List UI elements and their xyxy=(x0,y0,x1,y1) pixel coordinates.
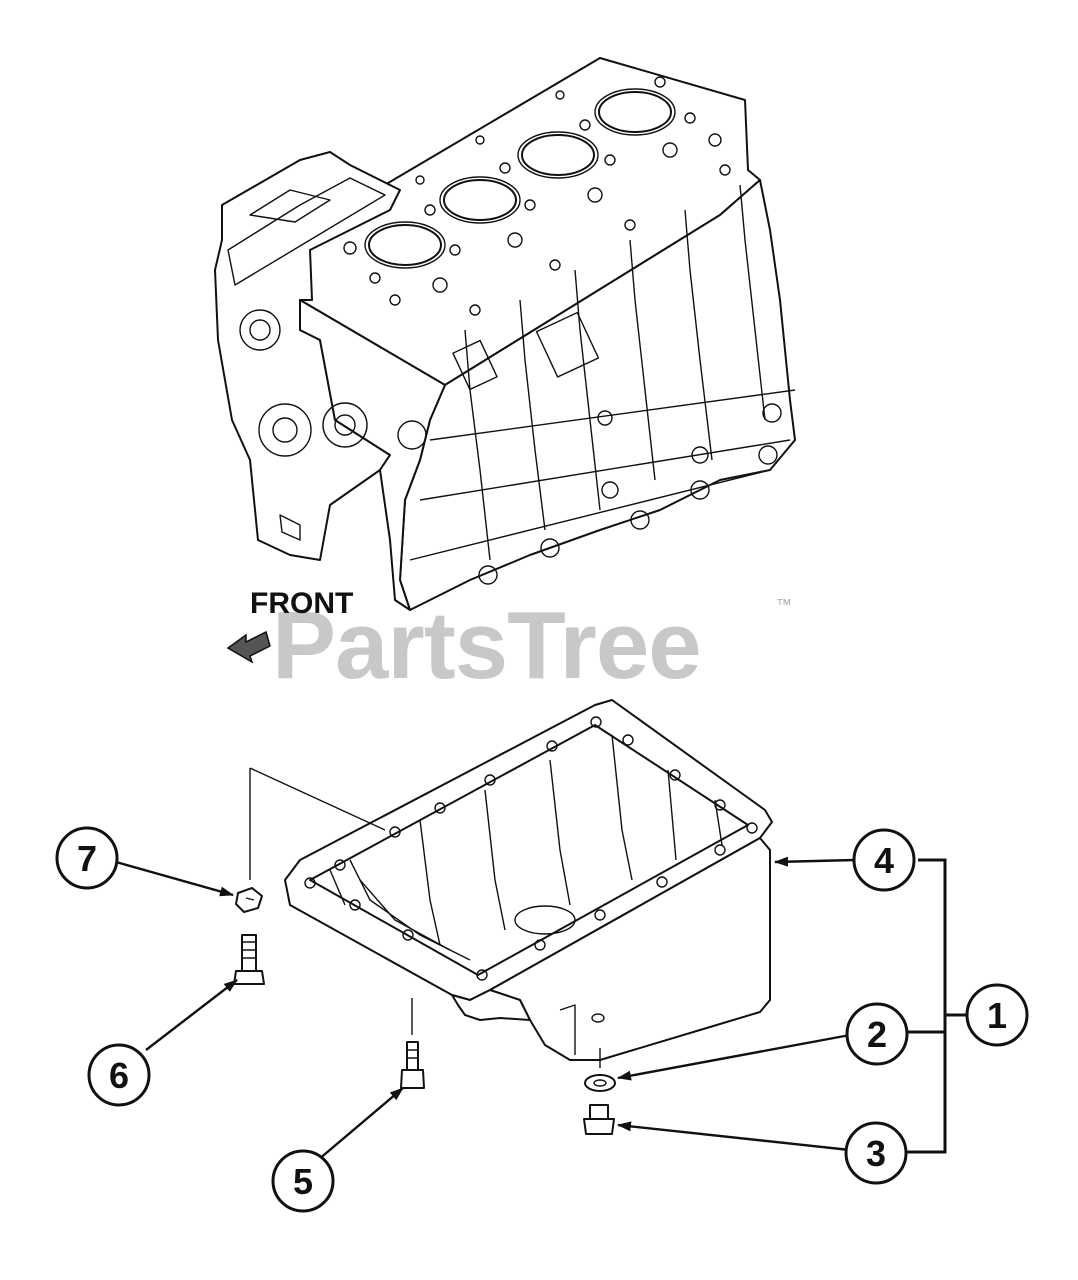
front-label: FRONT xyxy=(250,587,353,620)
oil-pan-sump-front xyxy=(451,989,531,1021)
callout-2[interactable]: 2 xyxy=(845,1002,909,1066)
callout-1-label: 1 xyxy=(987,995,1007,1036)
drain-boss xyxy=(591,1013,605,1023)
cylinder-bore-2 xyxy=(443,179,517,221)
engine-block xyxy=(214,57,796,611)
callout-2-label: 2 xyxy=(867,1014,887,1055)
front-arrow-icon xyxy=(226,630,271,664)
part-6-bolt xyxy=(233,934,265,985)
timing-cover-boss-upper xyxy=(239,309,281,351)
watermark: PartsTree ™ xyxy=(272,592,792,699)
oil-pan xyxy=(249,699,773,1061)
oil-pan-internal-ribs xyxy=(329,734,723,961)
oil-pan-flange-holes xyxy=(304,716,758,981)
cylinder-bore-3 xyxy=(521,134,595,176)
callout-3[interactable]: 3 xyxy=(844,1121,908,1185)
part-5-bolt xyxy=(400,998,425,1089)
callout-4-label: 4 xyxy=(874,840,894,881)
part-7-clip xyxy=(235,887,263,913)
callout-5[interactable]: 5 xyxy=(271,1149,335,1213)
part-3-drain-plug xyxy=(583,1104,615,1135)
callout-5-label: 5 xyxy=(293,1161,313,1202)
callout-6[interactable]: 6 xyxy=(87,1043,151,1107)
cylinder-bore-4 xyxy=(598,91,672,133)
deck-bolt-holes xyxy=(343,76,731,316)
main-bearing-bosses xyxy=(478,403,782,585)
callout-3-label: 3 xyxy=(866,1133,886,1174)
leader-lines xyxy=(115,856,856,1161)
engine-block-front-face xyxy=(299,299,446,611)
callout-1[interactable]: 1 xyxy=(965,983,1029,1047)
block-ribs xyxy=(409,184,796,561)
callout-7-label: 7 xyxy=(77,838,97,879)
cylinder-bore-1 xyxy=(368,224,442,266)
part-2-washer xyxy=(584,1048,616,1092)
callout-4[interactable]: 4 xyxy=(852,828,916,892)
timing-cover-boss-lower xyxy=(258,403,312,457)
assembly-bracket xyxy=(905,858,970,1154)
callout-7[interactable]: 7 xyxy=(55,826,119,890)
front-indicator: FRONT xyxy=(226,587,353,664)
watermark-trademark: ™ xyxy=(776,597,792,614)
watermark-text: PartsTree xyxy=(272,592,701,699)
callout-6-label: 6 xyxy=(109,1055,129,1096)
